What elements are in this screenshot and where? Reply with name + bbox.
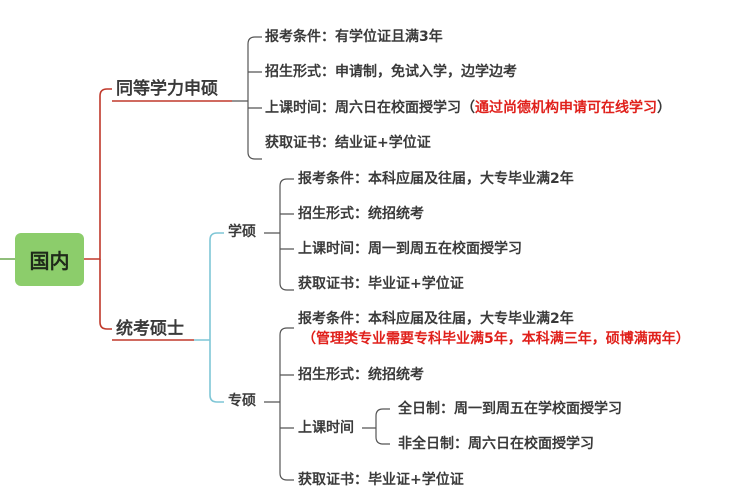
tongdeng-certificate: 获取证书：结业证+学位证 — [265, 135, 431, 151]
xueshuo-label: 学硕 — [228, 224, 256, 240]
tongdeng-exam-condition: 报考条件：有学位证且满3年 — [265, 29, 443, 45]
zhuanshuo-class-time-label: 上课时间 — [298, 420, 354, 436]
xueshuo-certificate: 获取证书：毕业证+学位证 — [298, 276, 464, 292]
zhuanshuo-parttime: 非全日制：周六日在校面授学习 — [398, 436, 594, 452]
zhuanshuo-label: 专硕 — [228, 393, 256, 409]
tongdeng-class-time: 上课时间：周六日在校面授学习（通过尚德机构申请可在线学习） — [265, 99, 671, 117]
branch-tongdeng-label: 同等学力申硕 — [116, 79, 218, 99]
zhuanshuo-management-note: （管理类专业需要专科毕业满5年，本科满三年，硕博满两年） — [302, 331, 690, 347]
xueshuo-recruit-form: 招生形式：统招统考 — [298, 206, 424, 222]
root-label: 国内 — [29, 249, 70, 273]
root-node: 国内 — [15, 233, 84, 286]
note-paren-close: ） — [657, 100, 671, 116]
branch-tongkao-label: 统考硕士 — [116, 319, 184, 339]
note-paren-open: （ — [461, 100, 475, 116]
xueshuo-class-time: 上课时间：周一到周五在校面授学习 — [298, 241, 522, 257]
tongdeng-online-note: 通过尚德机构申请可在线学习 — [475, 100, 657, 116]
zhuanshuo-exam-condition: 报考条件：本科应届及往届，大专毕业满2年 — [298, 311, 574, 327]
zhuanshuo-fulltime: 全日制：周一到周五在学校面授学习 — [398, 401, 622, 417]
xueshuo-exam-condition: 报考条件：本科应届及往届，大专毕业满2年 — [298, 171, 574, 187]
tongdeng-class-time-text: 上课时间：周六日在校面授学习 — [265, 100, 461, 116]
zhuanshuo-recruit-form: 招生形式：统招统考 — [298, 367, 424, 383]
zhuanshuo-certificate: 获取证书：毕业证+学位证 — [298, 472, 464, 488]
tongdeng-recruit-form: 招生形式：申请制，免试入学，边学边考 — [265, 64, 517, 80]
